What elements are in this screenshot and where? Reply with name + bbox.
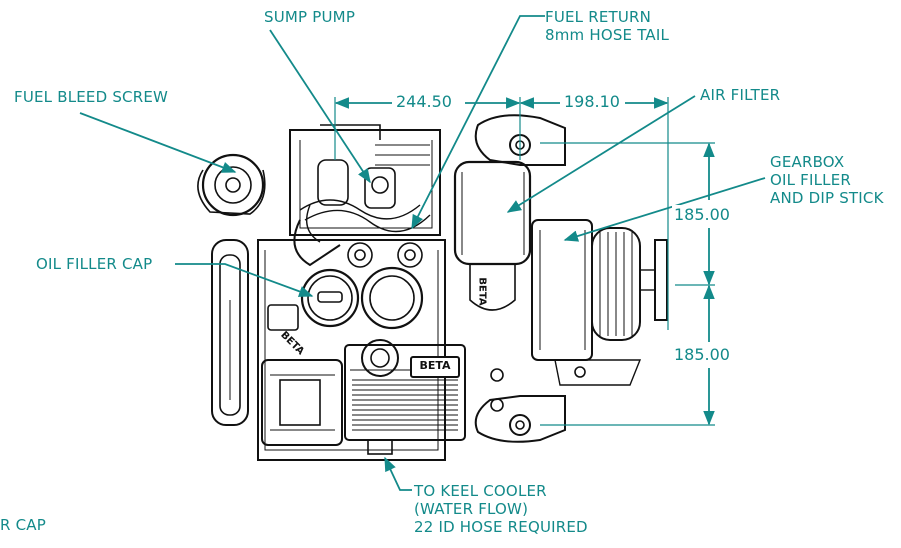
label-fuel-return-line2: 8mm HOSE TAIL (545, 26, 670, 44)
label-keel-cooler-line3: 22 ID HOSE REQUIRED (414, 518, 588, 536)
label-clipped-cap: R CAP (0, 516, 46, 534)
label-keel-cooler-line1: TO KEEL COOLER (414, 482, 547, 500)
label-air-filter: AIR FILTER (700, 86, 781, 104)
dimension-width-left: 244.50 (394, 92, 454, 111)
label-fuel-return: FUEL RETURN 8mm HOSE TAIL (545, 8, 669, 44)
dimension-width-right: 198.10 (562, 92, 622, 111)
label-gearbox-line2: OIL FILLER (770, 171, 852, 189)
dimension-height-lower: 185.00 (672, 345, 732, 364)
label-keel-cooler-line2: (WATER FLOW) (414, 500, 529, 518)
label-keel-cooler: TO KEEL COOLER (WATER FLOW) 22 ID HOSE R… (414, 482, 588, 536)
label-fuel-bleed-screw: FUEL BLEED SCREW (14, 88, 169, 106)
brand-badge-block: BETA (410, 356, 460, 378)
label-gearbox-line3: AND DIP STICK (770, 189, 884, 207)
annotation-lines (79, 15, 766, 491)
label-sump-pump: SUMP PUMP (264, 8, 356, 26)
label-gearbox-line1: GEARBOX (770, 153, 845, 171)
label-gearbox: GEARBOX OIL FILLER AND DIP STICK (770, 153, 884, 207)
brand-badge-top: BETA (476, 277, 488, 306)
label-oil-filler-cap: OIL FILLER CAP (36, 255, 153, 273)
label-fuel-return-line1: FUEL RETURN (545, 8, 652, 26)
engine-outline (197, 114, 668, 461)
dimension-height-upper: 185.00 (672, 205, 732, 224)
